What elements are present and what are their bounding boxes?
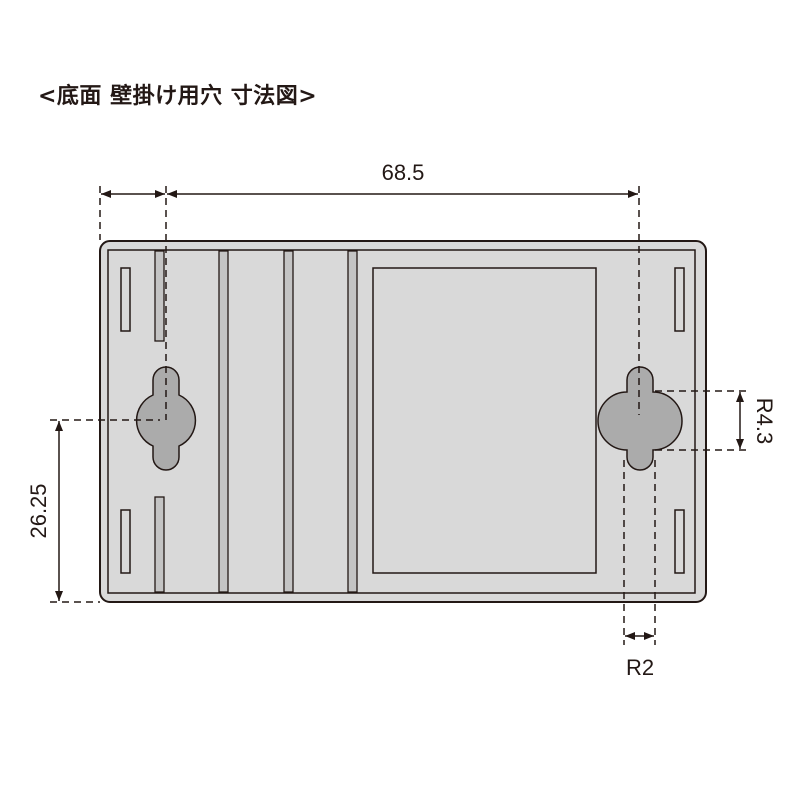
hole-height-label: 26.25 <box>26 483 51 538</box>
diagram-title: <底面 壁掛け用穴 寸法図> <box>38 84 318 109</box>
ribs <box>154 250 358 593</box>
slots <box>120 267 685 574</box>
right-keyhole-icon <box>597 366 683 471</box>
slot-radius-label: R2 <box>626 655 654 680</box>
head-radius-label: R4.3 <box>752 398 777 444</box>
inner-window <box>372 267 597 574</box>
hole-spacing-label: 68.5 <box>382 160 425 185</box>
dimension-lines <box>55 190 744 640</box>
extension-lines <box>50 186 750 645</box>
